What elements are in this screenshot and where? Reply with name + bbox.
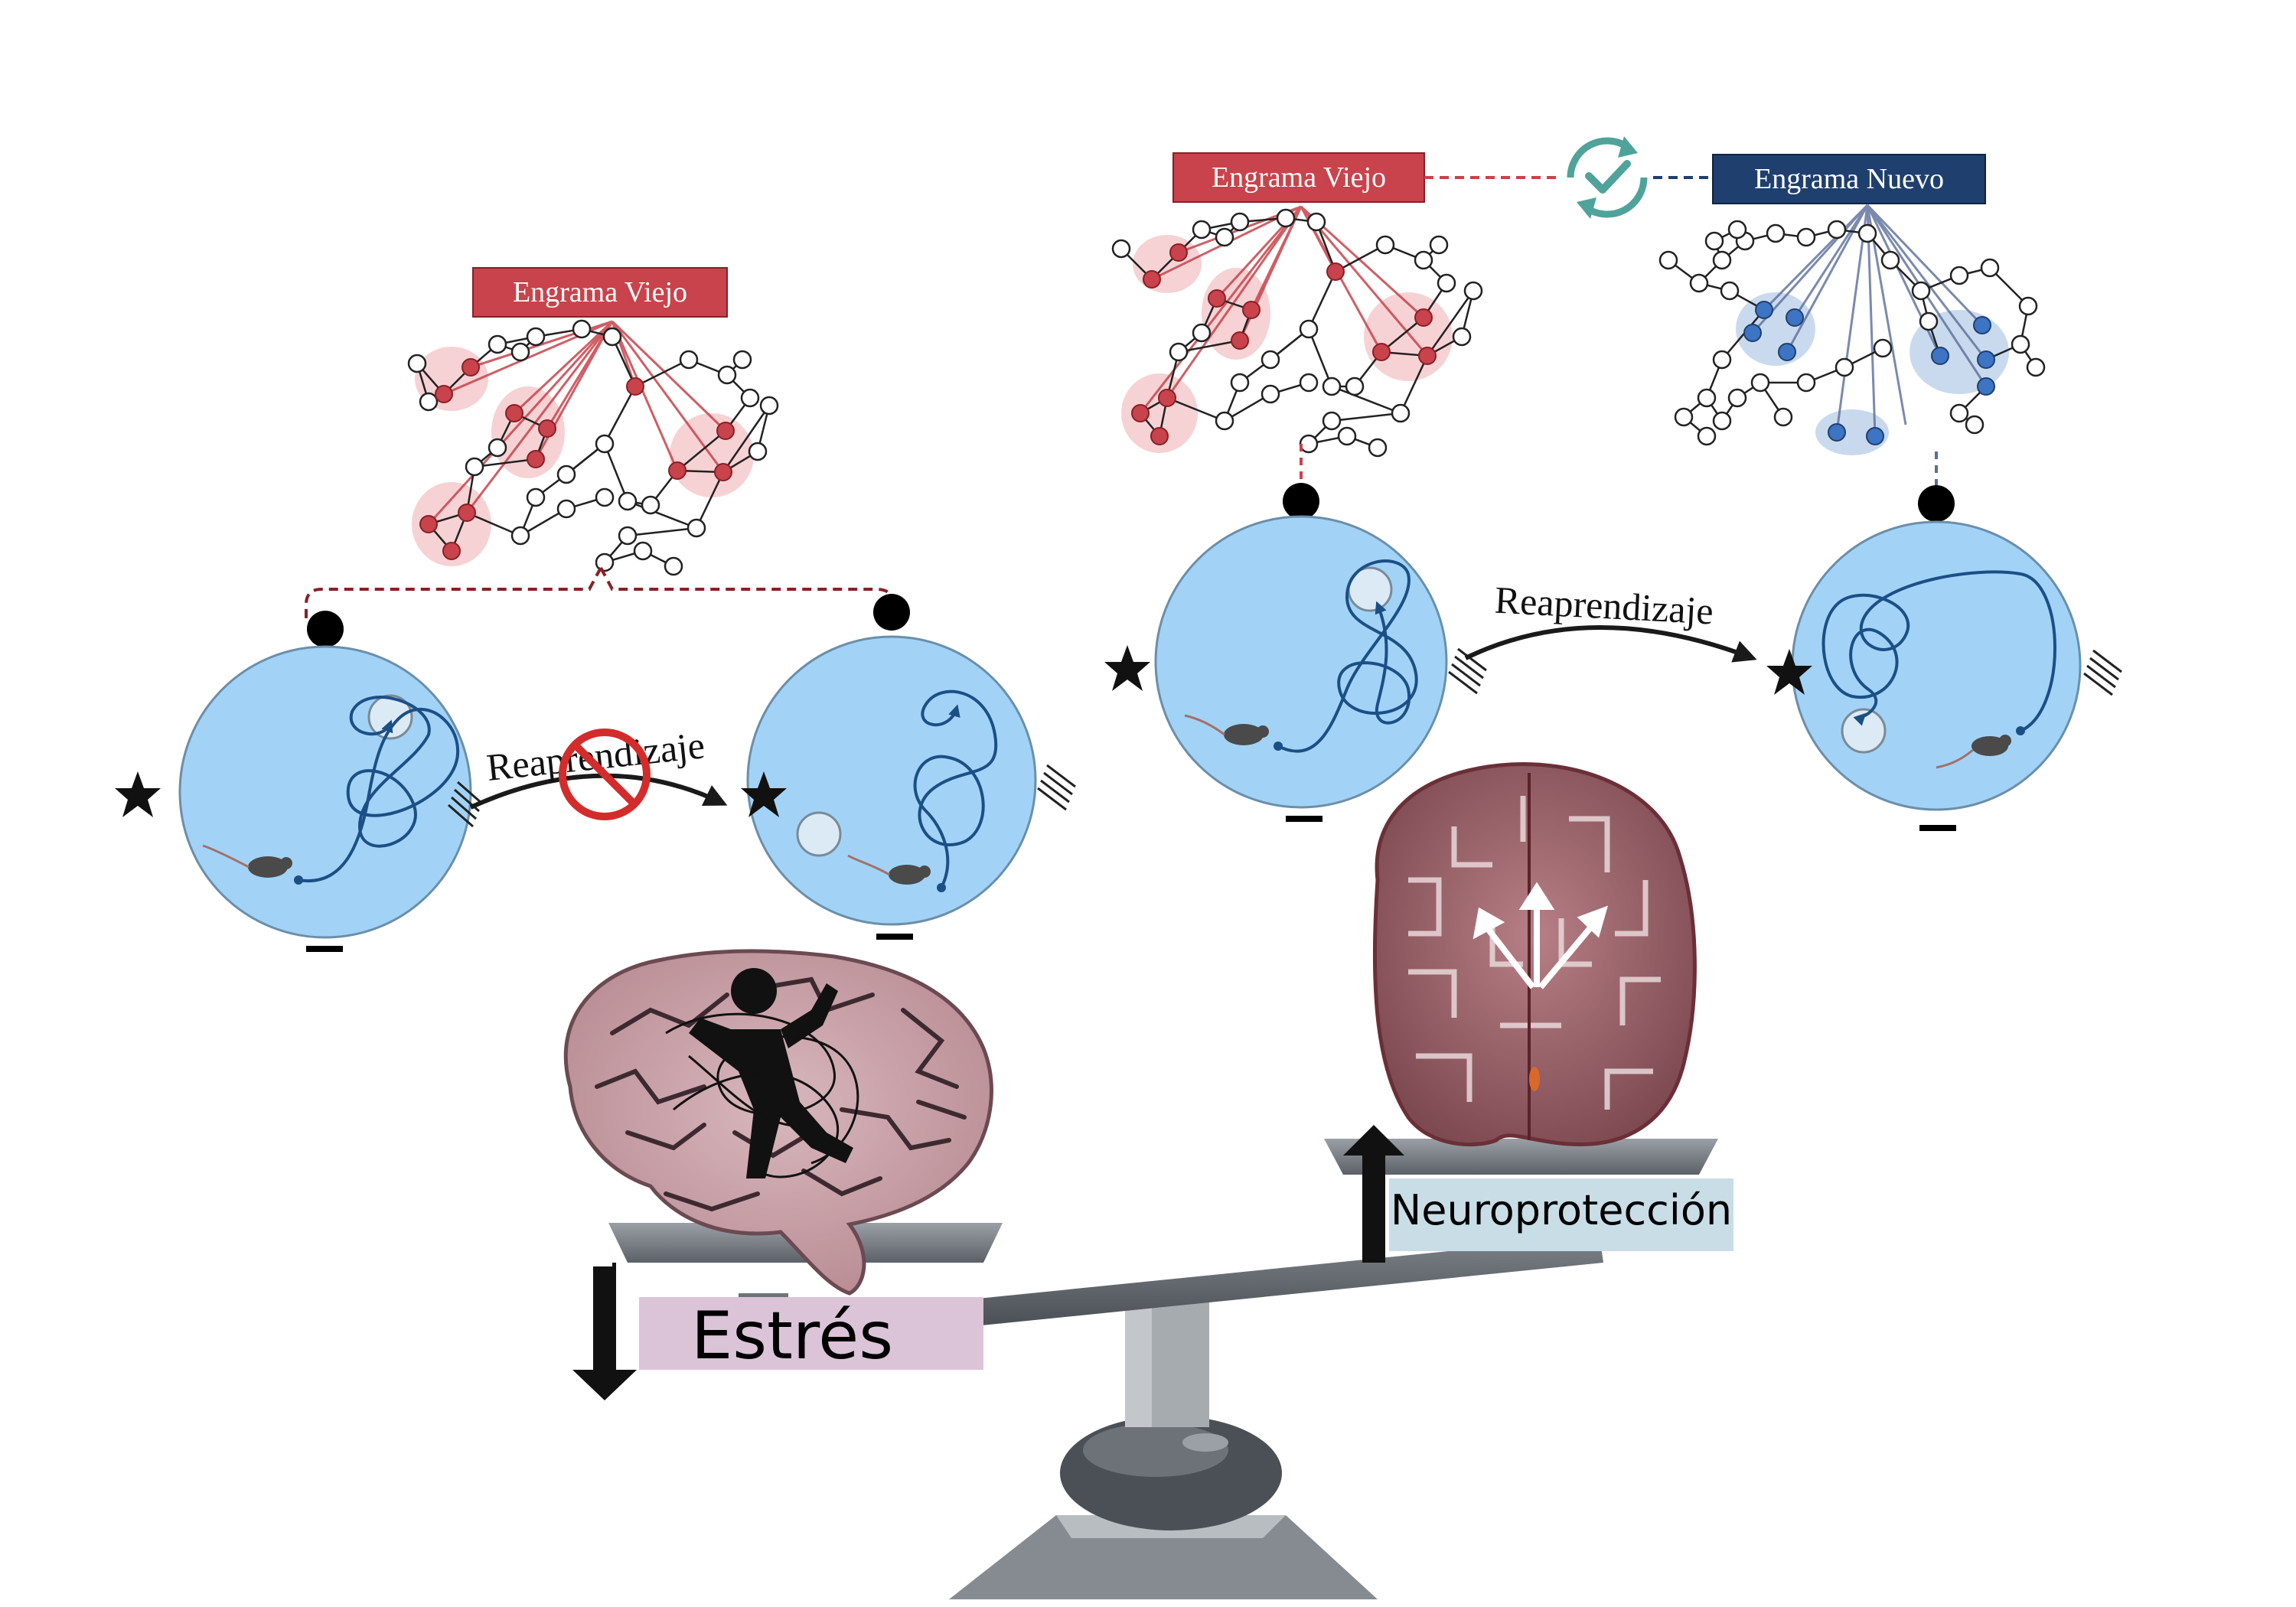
mouse-icon [1936, 735, 2011, 769]
engram-old-text-right: Engrama Viejo [1212, 161, 1386, 194]
arrow-down-icon [572, 1263, 637, 1400]
brain-maze-icon [1372, 762, 1697, 1147]
arrow-up-icon [1343, 1125, 1404, 1263]
stressed-brain-icon [563, 949, 993, 1296]
water-maze-pool-1 [115, 611, 483, 952]
star-icon [115, 771, 161, 817]
hatch-icon [1037, 764, 1076, 811]
sync-check-icon [1567, 136, 1648, 219]
hatch-icon [2083, 649, 2122, 696]
neuroprotection-label: Neuroprotección [1389, 1178, 1733, 1251]
balance-scale-icon [739, 1236, 1603, 1599]
engram-old-label-left: Engrama Viejo [472, 267, 728, 318]
star-icon [741, 771, 787, 817]
engram-old-text-left: Engrama Viejo [513, 276, 687, 308]
tangled-person-icon [665, 968, 859, 1178]
stress-text: Estrés [691, 1298, 893, 1374]
left-engram-connector-b [599, 567, 893, 605]
new-engram-network [1658, 204, 2046, 455]
engram-old-label-right: Engrama Viejo [1172, 152, 1425, 203]
water-maze-pool-2 [741, 594, 1076, 940]
neuroprotection-text: Neuroprotección [1391, 1186, 1732, 1234]
stress-label: Estrés [639, 1297, 983, 1374]
mouse-icon [202, 844, 292, 878]
engram-new-text: Engrama Nuevo [1754, 163, 1944, 195]
hatch-icon [1448, 647, 1487, 695]
star-icon [1766, 649, 1812, 695]
water-maze-pool-4 [1766, 485, 2122, 831]
star-icon [1104, 645, 1150, 691]
engram-new-label: Engrama Nuevo [1712, 154, 1986, 204]
mouse-icon [1184, 714, 1269, 745]
mouse-icon [847, 854, 931, 885]
relearning-text-right: Reaprendizaje [1494, 579, 1714, 633]
left-engram-connector-a [305, 567, 602, 618]
relearning-arrow-right: Reaprendizaje [1464, 579, 1757, 663]
no-entry-icon [559, 729, 651, 820]
right-old-engram-network [1111, 205, 1483, 458]
left-engram-network [407, 319, 779, 576]
relearning-arrow-left: Reaprendizaje [469, 723, 728, 820]
water-maze-pool-3 [1104, 483, 1487, 822]
scale-plate-right [1324, 1139, 1718, 1175]
